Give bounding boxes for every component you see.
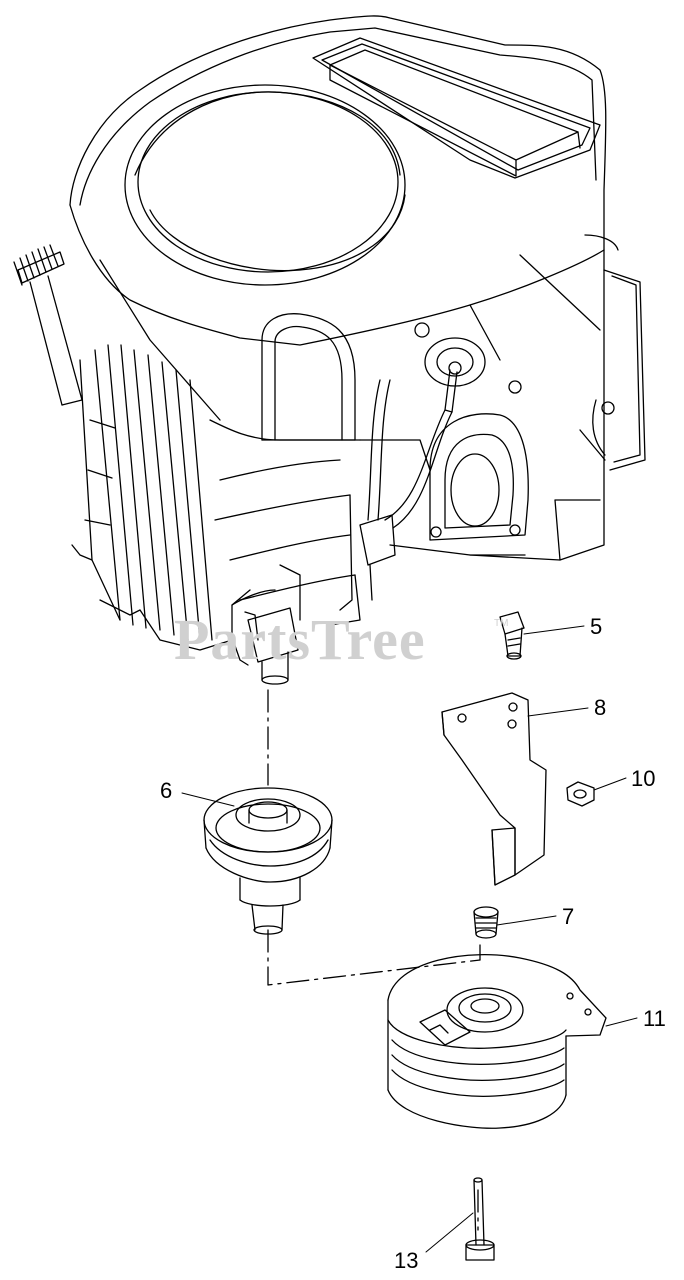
- callout-6: 6: [160, 778, 173, 803]
- pulley-part-6: [204, 788, 332, 934]
- callout-8: 8: [594, 695, 607, 720]
- callout-11: 11: [643, 1006, 666, 1031]
- nut-part-10: [567, 782, 594, 806]
- leader-lines: [182, 626, 637, 1252]
- callout-13: 13: [394, 1248, 419, 1273]
- clutch-bolt-part-13: [466, 1178, 494, 1260]
- watermark-trademark: TM: [494, 618, 509, 629]
- callout-7: 7: [562, 904, 575, 929]
- engine: [14, 16, 645, 684]
- spacer-part-7: [474, 907, 498, 938]
- callout-10: 10: [631, 766, 656, 791]
- bracket-part-8: [442, 693, 546, 885]
- bolt-part-5: [500, 612, 524, 659]
- pto-clutch-part-11: [388, 955, 606, 1129]
- callout-5: 5: [590, 614, 603, 639]
- watermark: PartsTree: [174, 607, 426, 672]
- assembly-axes: [268, 690, 480, 1230]
